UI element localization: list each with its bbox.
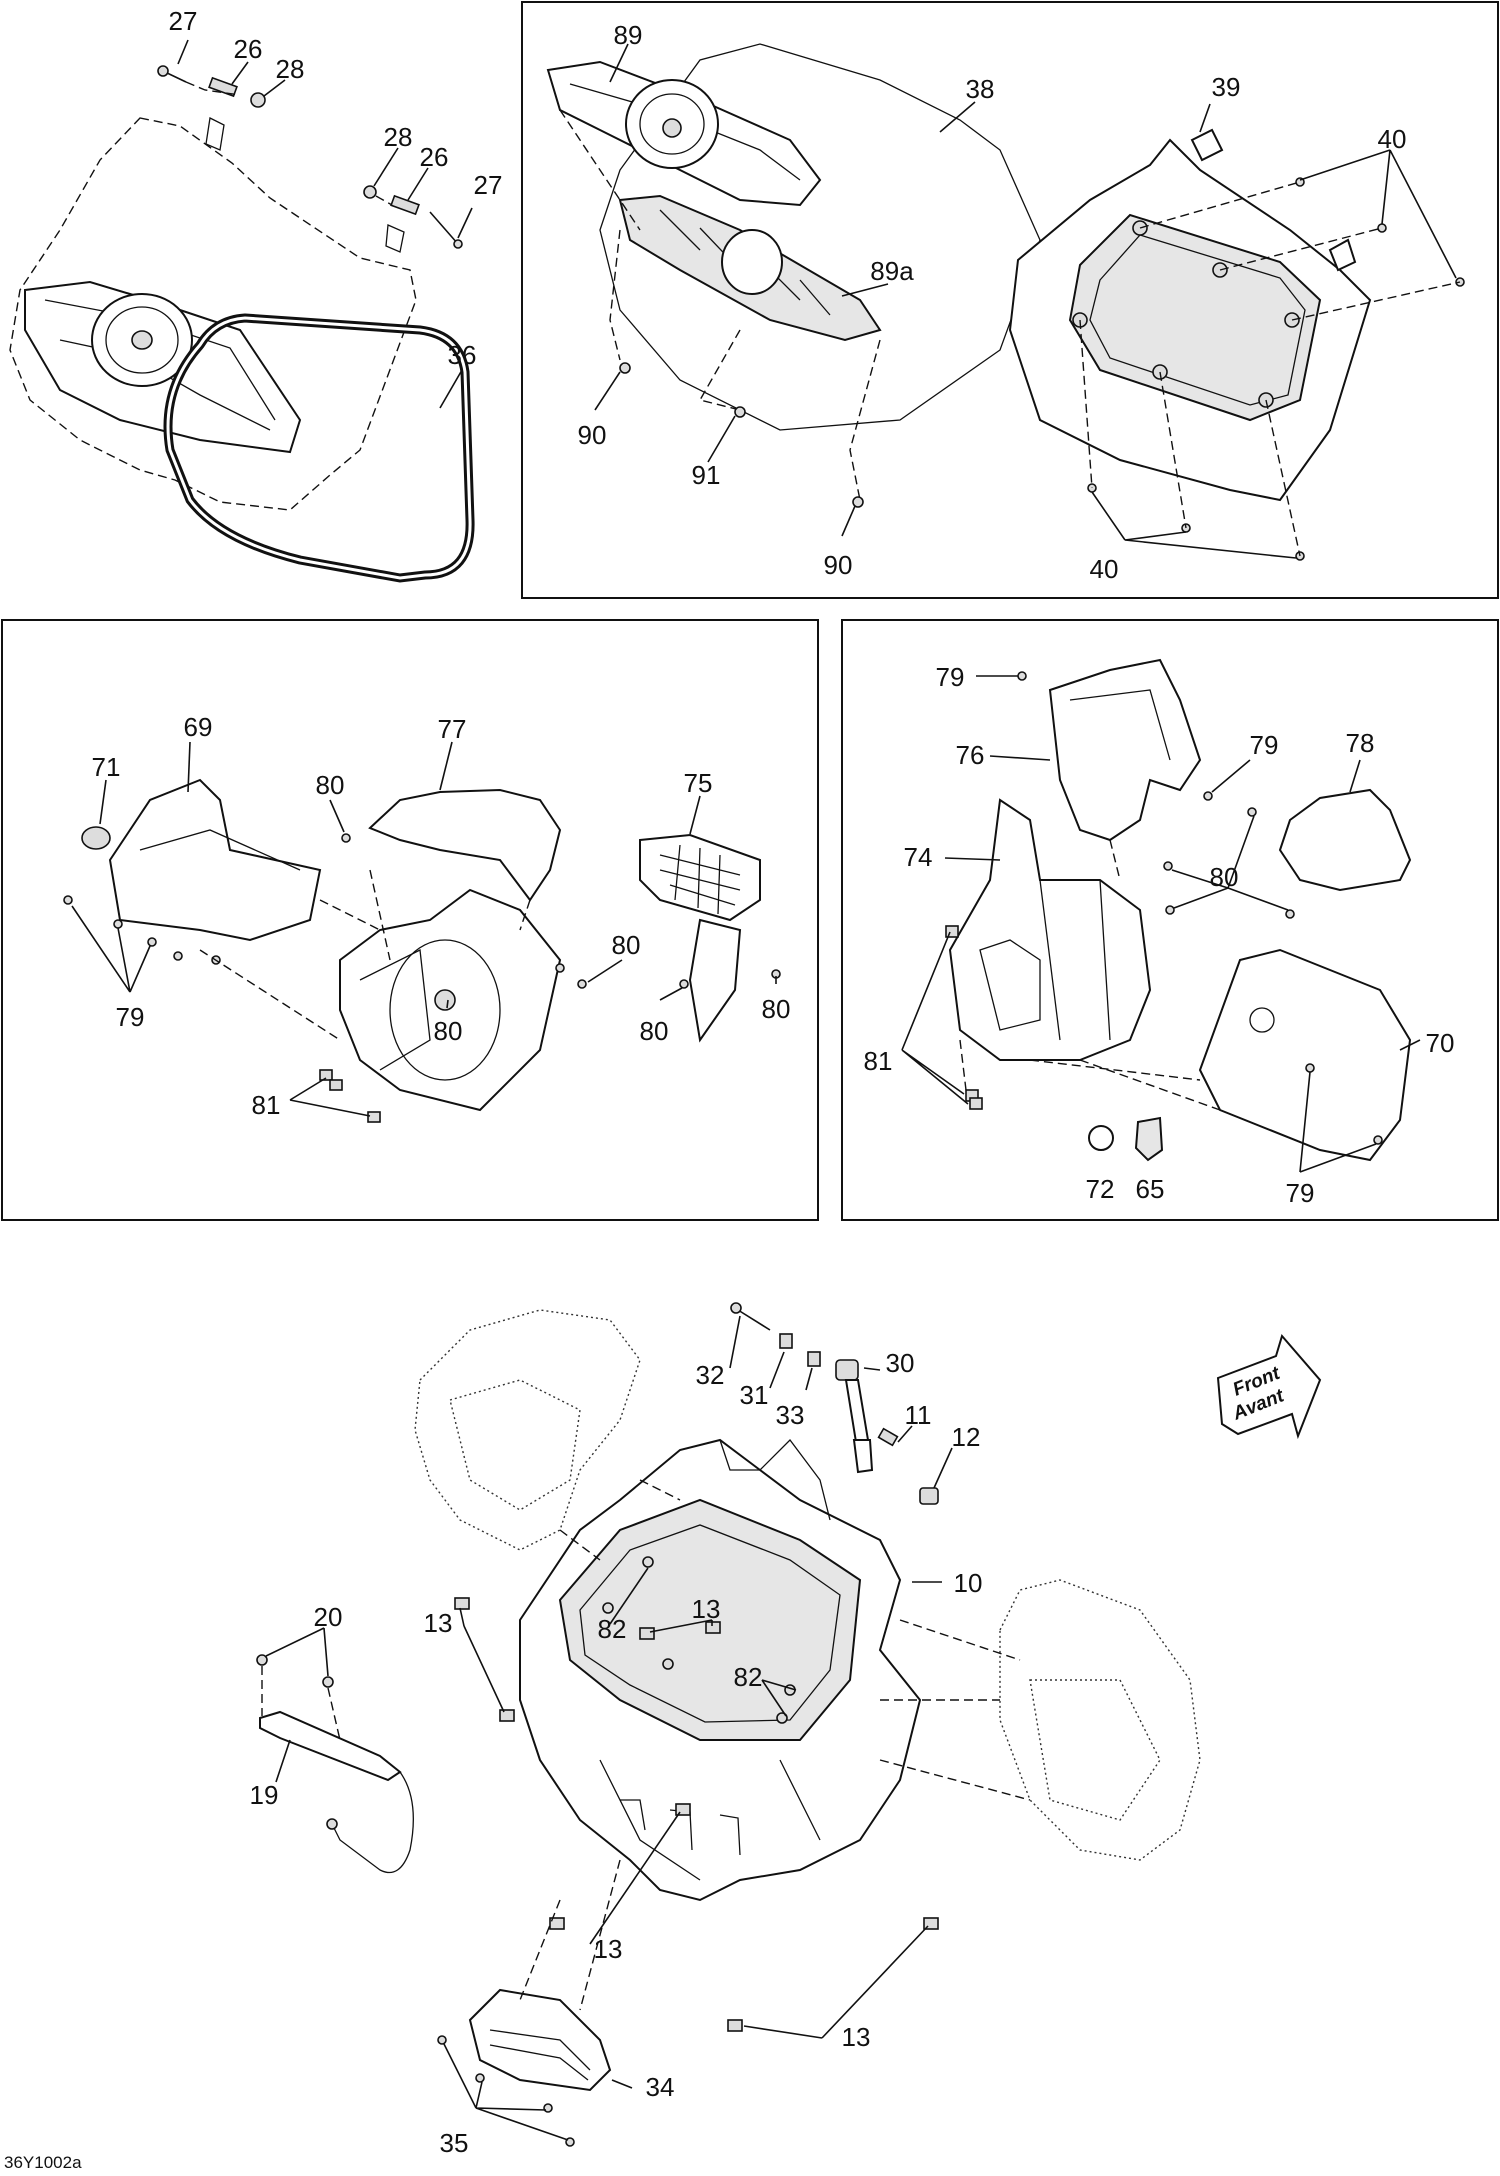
callout-79: 79 — [1286, 1178, 1315, 1208]
callout-19: 19 — [250, 1780, 279, 1810]
ghost-right-housing — [999, 1579, 1201, 1861]
callout-28: 28 — [384, 122, 413, 152]
callout-13: 13 — [692, 1594, 721, 1624]
callout-82: 82 — [598, 1614, 627, 1644]
callout-89: 89 — [614, 20, 643, 50]
rear-light-assembly — [468, 1988, 612, 2092]
callout-28: 28 — [276, 54, 305, 84]
callout-78: 78 — [1346, 728, 1375, 758]
dash-panel-outline — [599, 43, 1041, 431]
gauge-display-window — [1068, 213, 1322, 422]
callout-30: 30 — [886, 1348, 915, 1378]
callout-72: 72 — [1086, 1174, 1115, 1204]
callout-27: 27 — [169, 6, 198, 36]
callout-79: 79 — [936, 662, 965, 692]
ghost-left-housing — [414, 1309, 641, 1551]
panel-main-body-assembly: Front Avant 32 31 33 30 11 12 10 20 82 1… — [250, 1302, 1322, 2158]
callout-80: 80 — [434, 1016, 463, 1046]
round-cap — [1088, 1125, 1114, 1151]
callout-11: 11 — [905, 1400, 932, 1430]
drawing-code: 36Y1002a — [4, 2153, 82, 2172]
callout-36: 36 — [448, 340, 477, 370]
callout-80: 80 — [1210, 862, 1239, 892]
callout-39: 39 — [1212, 72, 1241, 102]
callout-65: 65 — [1136, 1174, 1165, 1204]
callout-38: 38 — [966, 74, 995, 104]
callout-26: 26 — [420, 142, 449, 172]
callout-26: 26 — [234, 34, 263, 64]
knob — [1134, 1116, 1164, 1162]
front-arrow-icon — [1216, 1333, 1322, 1440]
panel-frame — [841, 619, 1499, 1221]
callout-69: 69 — [184, 712, 213, 742]
callout-10: 10 — [954, 1568, 983, 1598]
side-cover — [108, 778, 322, 942]
callout-82: 82 — [734, 1662, 763, 1692]
callout-33: 33 — [776, 1400, 805, 1430]
lower-side-cover — [1198, 948, 1412, 1162]
callout-13: 13 — [424, 1608, 453, 1638]
panel-windshield-assembly: 27 26 28 28 26 27 36 — [9, 6, 503, 583]
callout-13: 13 — [594, 1934, 623, 1964]
callout-13: 13 — [842, 2022, 871, 2052]
mounting-bracket — [259, 1710, 402, 1782]
panel-left-inner-panels: 69 71 77 80 75 79 80 80 80 80 81 — [1, 619, 819, 1221]
callout-12: 12 — [952, 1422, 981, 1452]
callout-76: 76 — [956, 740, 985, 770]
upper-cover — [368, 788, 562, 902]
callout-79: 79 — [1250, 730, 1279, 760]
callout-40: 40 — [1090, 554, 1119, 584]
panel-dashboard-assembly: 89 38 39 40 89a 90 91 90 40 — [521, 1, 1499, 599]
callout-80: 80 — [762, 994, 791, 1024]
callout-90: 90 — [824, 550, 853, 580]
panel-frame — [1, 619, 819, 1221]
callout-40: 40 — [1378, 124, 1407, 154]
callout-74: 74 — [904, 842, 933, 872]
callout-80: 80 — [640, 1016, 669, 1046]
callout-77: 77 — [438, 714, 467, 744]
callout-81: 81 — [252, 1090, 281, 1120]
panel-right-inner-panels: 79 76 79 78 74 80 81 70 72 65 79 — [841, 619, 1499, 1221]
callout-71: 71 — [92, 752, 121, 782]
callout-35: 35 — [440, 2128, 469, 2158]
vent-grille — [639, 833, 761, 922]
panel-frame — [521, 1, 1499, 599]
callout-91: 91 — [692, 460, 721, 490]
callout-70: 70 — [1426, 1028, 1455, 1058]
callout-34: 34 — [646, 2072, 675, 2102]
upper-side-cover — [1048, 658, 1202, 842]
callout-81: 81 — [864, 1046, 893, 1076]
callout-75: 75 — [684, 768, 713, 798]
callout-31: 31 — [740, 1380, 769, 1410]
callout-27: 27 — [474, 170, 503, 200]
callout-32: 32 — [696, 1360, 725, 1390]
callout-20: 20 — [314, 1602, 343, 1632]
callout-79: 79 — [116, 1002, 145, 1032]
callout-90: 90 — [578, 420, 607, 450]
small-cover — [1278, 788, 1412, 892]
windshield-outline — [9, 117, 417, 511]
callout-80: 80 — [316, 770, 345, 800]
callout-80: 80 — [612, 930, 641, 960]
callout-89a: 89a — [870, 256, 914, 286]
right-storage-housing — [948, 798, 1152, 1061]
